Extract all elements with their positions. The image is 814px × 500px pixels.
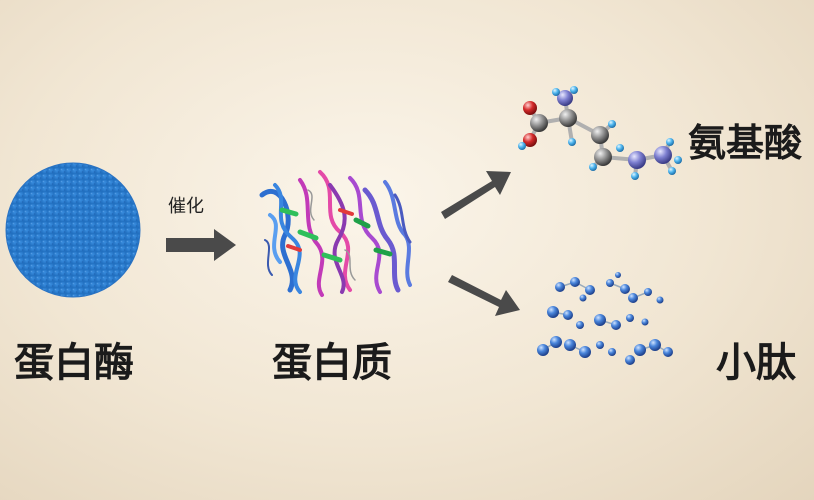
small-peptide-label: 小肽	[716, 340, 796, 386]
arrow-to-amino-acid-icon	[441, 171, 511, 219]
protein-ribbon-structure-icon	[259, 170, 412, 297]
protein-label: 蛋白质	[272, 340, 392, 386]
peptide-ball-cluster-icon	[537, 272, 673, 365]
blue-disc-icon	[5, 162, 141, 298]
catalyze-label: 催化	[168, 196, 204, 217]
ball-and-stick-molecule-icon	[518, 86, 682, 180]
catalyze-arrow-icon	[166, 229, 236, 261]
arrow-to-peptide-icon	[448, 275, 520, 316]
enzyme-label: 蛋白酶	[14, 340, 134, 386]
amino-acid-label: 氨基酸	[688, 121, 803, 165]
